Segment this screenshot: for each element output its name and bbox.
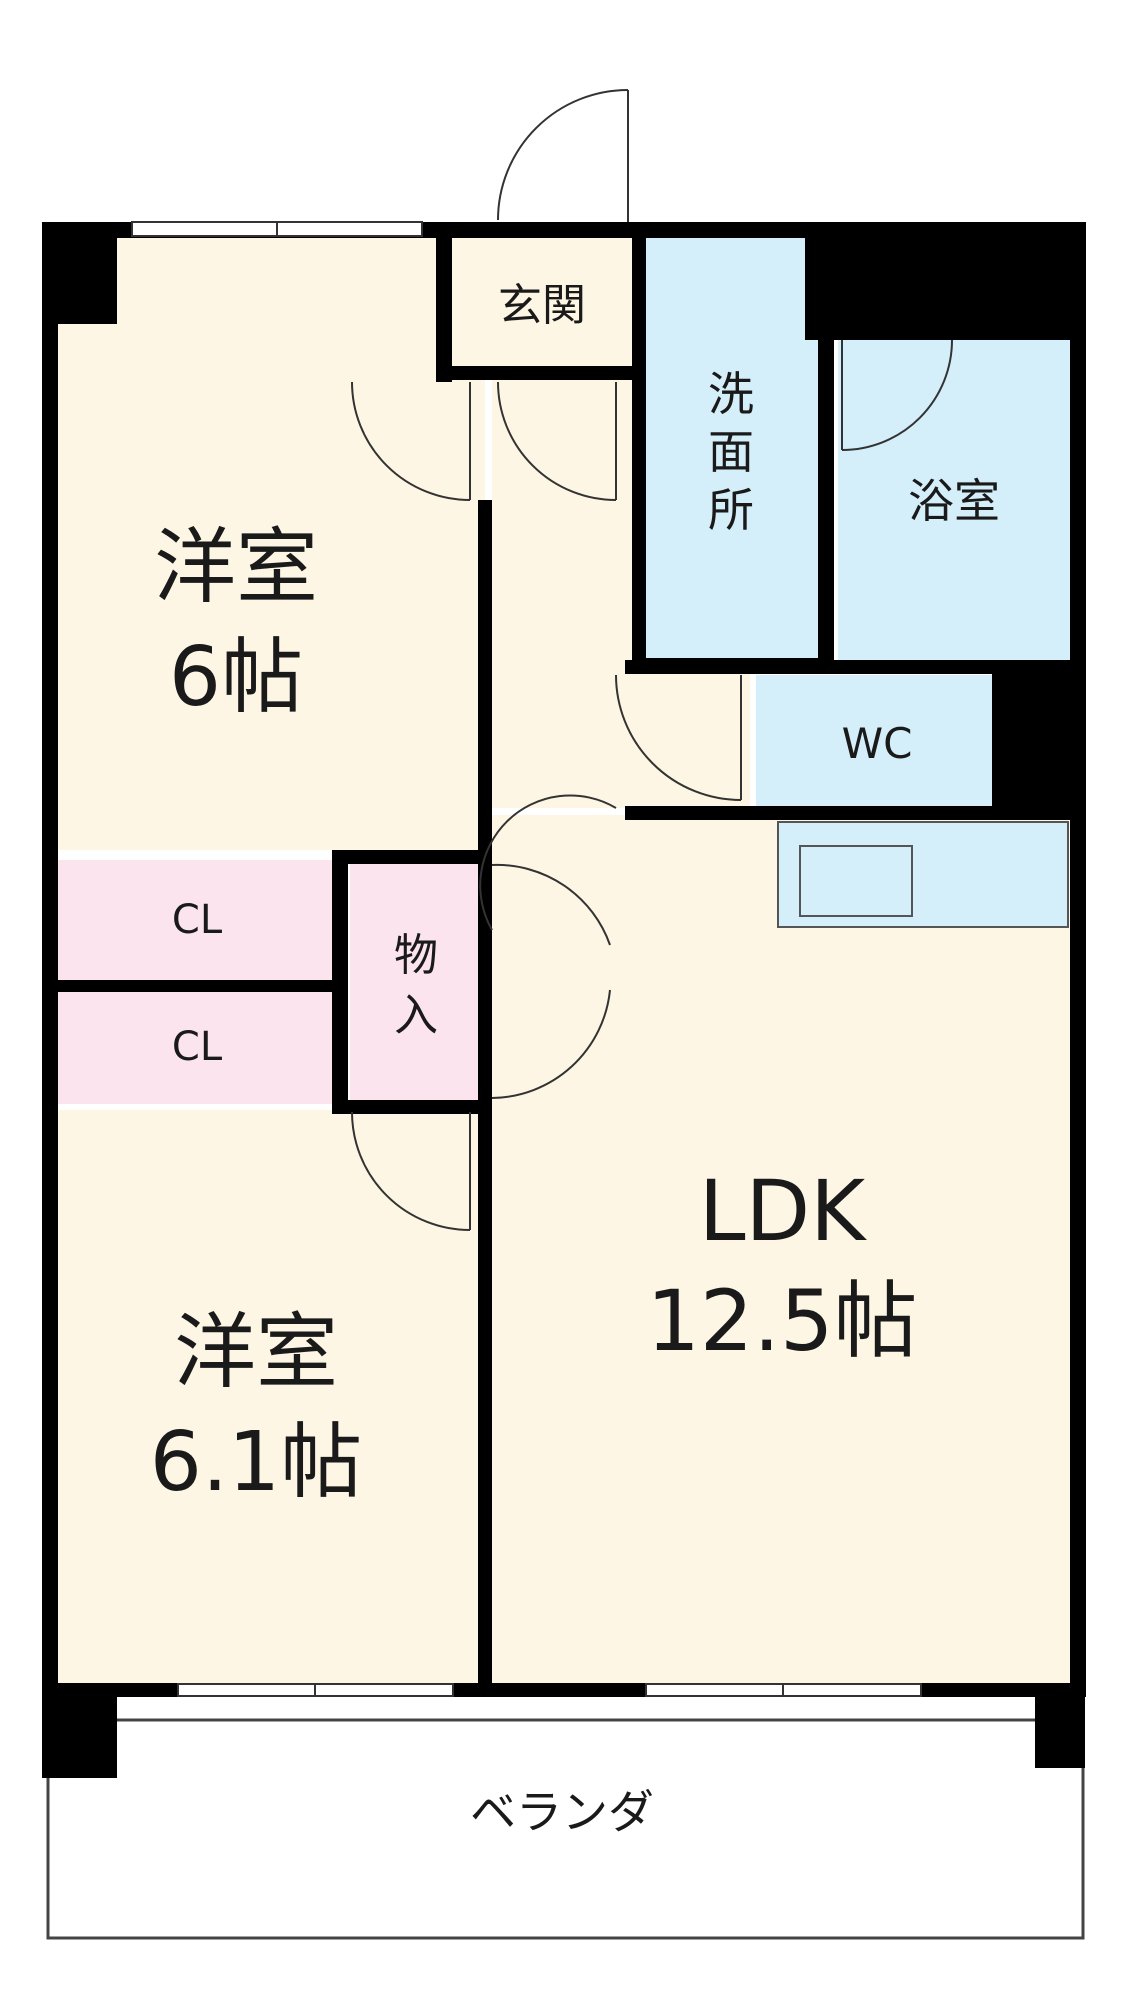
balcony-outline xyxy=(46,1718,1085,1940)
western-room-1-name: 洋室 xyxy=(154,520,318,615)
ldk-name: LDK xyxy=(699,1162,867,1260)
balcony-label: ベランダ xyxy=(470,1785,654,1839)
kitchen-sink xyxy=(799,845,913,917)
toilet-floor xyxy=(756,675,996,807)
washroom-label-1: 洗 xyxy=(708,367,754,421)
ldk-floor xyxy=(492,815,1070,1683)
toilet-label: WC xyxy=(842,719,913,768)
closet-upper-label: CL xyxy=(172,897,223,943)
closet-lower-label: CL xyxy=(172,1024,223,1070)
entrance-label: 玄関 xyxy=(498,280,586,331)
western-room-2-floor xyxy=(55,1110,485,1683)
western-room-2-name: 洋室 xyxy=(174,1305,338,1400)
kitchen-counter xyxy=(777,821,1069,928)
bathroom-floor xyxy=(838,340,1070,660)
washroom-label-2: 面 xyxy=(708,425,754,479)
washroom-floor xyxy=(644,238,819,660)
storage-label-2: 入 xyxy=(394,990,438,1041)
western-room-1-floor xyxy=(55,238,485,850)
washroom-label-3: 所 xyxy=(708,483,754,537)
walls xyxy=(42,222,1086,1778)
storage-floor xyxy=(350,860,478,1104)
western-room-1-size: 6帖 xyxy=(169,630,303,725)
door-swings xyxy=(351,89,953,1231)
closet-lower-floor xyxy=(55,992,337,1104)
closet-upper-floor xyxy=(55,860,337,980)
window-centers xyxy=(276,222,784,1696)
storage-label-1: 物 xyxy=(394,930,438,981)
western-room-2-size: 6.1帖 xyxy=(150,1415,362,1510)
entrance-floor xyxy=(452,238,632,368)
ldk-size: 12.5帖 xyxy=(646,1272,917,1370)
bathroom-label: 浴室 xyxy=(908,474,1000,528)
